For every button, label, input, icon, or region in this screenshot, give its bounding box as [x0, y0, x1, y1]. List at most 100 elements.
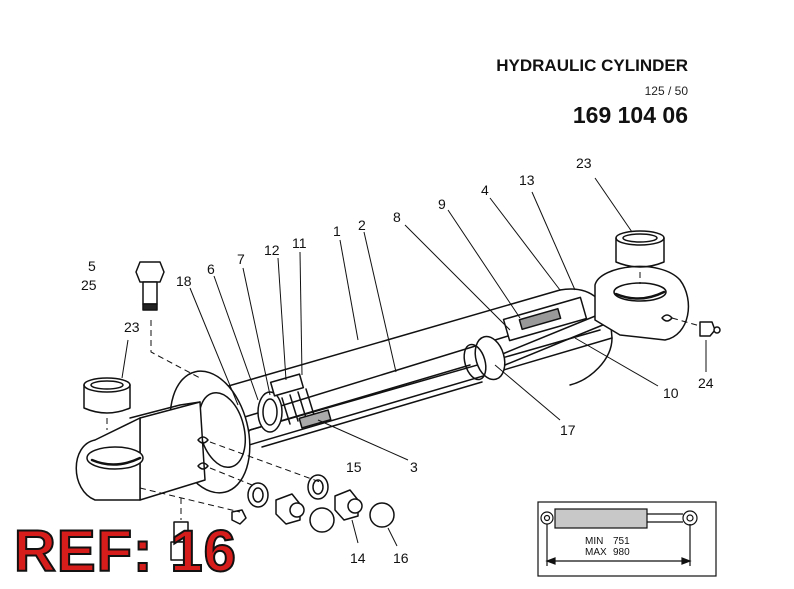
callout-16: 16 [393, 550, 409, 566]
callout-13: 13 [519, 172, 535, 188]
front-eye-shadow [90, 456, 142, 466]
callout-6: 6 [207, 261, 215, 277]
front-port-slot-1 [197, 436, 209, 444]
leader-7 [242, 267, 271, 396]
callout-18: 18 [176, 273, 192, 289]
leader-3 [317, 419, 409, 461]
callout-14: 14 [350, 550, 366, 566]
piston-seal-band [518, 307, 562, 331]
front-port-slot-2 [197, 462, 209, 470]
gland-ring-inner [262, 398, 278, 426]
washer-left [247, 482, 269, 508]
mini-cylinder-rod [647, 513, 683, 523]
mini-eye-right-hole [686, 514, 694, 522]
min-label: MIN [585, 536, 604, 547]
drawing-subtitle: 125 / 50 [644, 84, 688, 98]
cap-left [309, 507, 335, 533]
washer-15 [307, 474, 329, 500]
callout-5: 5 [88, 258, 96, 274]
grease-nipple-24 [699, 321, 716, 337]
leader-2 [363, 231, 397, 373]
guide-ring-17 [474, 335, 506, 381]
dash-port-lower [209, 467, 253, 486]
barrel-outline [179, 289, 613, 451]
bush-23-rear-inner [622, 233, 658, 243]
leader-12 [277, 257, 287, 381]
callout-10: 10 [663, 385, 679, 401]
rear-eye [594, 265, 690, 341]
piston-rod-rear [499, 309, 616, 366]
callout-15: 15 [346, 459, 362, 475]
leader-17 [494, 364, 561, 421]
callout-12: 12 [264, 242, 280, 258]
barrel-inner-line [234, 319, 561, 421]
mini-eye-left [540, 511, 554, 525]
dim-arrow-right [681, 557, 692, 565]
dash-rear-nipple [671, 317, 701, 327]
washer-left-inner [252, 487, 264, 503]
leader-11 [299, 251, 303, 376]
lower-valve-hex [170, 541, 192, 561]
gland-ring [257, 391, 283, 433]
fitting-14-nut [347, 498, 363, 514]
callout-4: 4 [481, 182, 489, 198]
leader-23-front [121, 339, 129, 379]
valve-seal-5 [142, 303, 158, 311]
callout-1: 1 [333, 223, 341, 239]
drawing-title: HYDRAULIC CYLINDER [496, 56, 688, 75]
reference-label: REF: 16 [13, 519, 237, 585]
front-clevis-top [129, 401, 201, 419]
valve-body-5 [142, 281, 158, 305]
callout-3: 3 [410, 459, 418, 475]
leader-8 [404, 224, 511, 331]
callout-23-front: 23 [124, 319, 140, 335]
mini-cylinder-barrel [554, 508, 648, 529]
dash-front-pin [139, 487, 241, 513]
valve-head-5 [135, 261, 165, 283]
leader-9 [447, 209, 521, 319]
min-value: 751 [613, 536, 630, 547]
callout-17: 17 [560, 422, 576, 438]
leader-4 [489, 197, 561, 291]
fitting-left-nut [289, 502, 305, 518]
leader-23-rear [594, 177, 633, 233]
callout-25: 25 [81, 277, 97, 293]
dim-arrow-left [545, 557, 556, 565]
mini-eye-left-hole [543, 514, 551, 522]
gland-lower-block [298, 409, 332, 429]
grease-nipple-24-tip [713, 326, 721, 334]
leader-10 [574, 337, 659, 387]
callout-9: 9 [438, 196, 446, 212]
guide-ring-17-front [463, 343, 487, 381]
cap-16 [369, 502, 395, 528]
callout-2: 2 [358, 217, 366, 233]
callout-2-lower: 2 [206, 550, 214, 566]
leader-13 [531, 191, 576, 291]
mini-eye-right [682, 510, 698, 526]
front-clevis [139, 401, 206, 501]
piston-rod [249, 364, 483, 448]
leader-14 [351, 519, 359, 544]
part-number: 169 104 06 [572, 102, 688, 128]
callout-24: 24 [698, 375, 714, 391]
callout-23-rear: 23 [576, 155, 592, 171]
washer-15-inner [312, 479, 324, 495]
grease-nipple-2 [231, 509, 247, 525]
bush-23-front-body [83, 384, 131, 414]
gland-seal-coil [281, 388, 315, 425]
leader-6 [213, 275, 259, 401]
dash-valve-to-body [150, 320, 201, 379]
gland-label-block [269, 373, 305, 397]
max-value: 980 [613, 547, 630, 558]
max-label: MAX [585, 547, 607, 558]
leader-1 [339, 239, 359, 341]
bush-23-rear-body [615, 237, 665, 268]
callout-8: 8 [393, 209, 401, 225]
leader-18 [189, 287, 239, 406]
bush-23-front-inner [90, 380, 124, 390]
stroke-inset-frame [537, 501, 717, 577]
leader-16 [387, 527, 398, 547]
barrel-rear-cutaway [559, 288, 613, 386]
